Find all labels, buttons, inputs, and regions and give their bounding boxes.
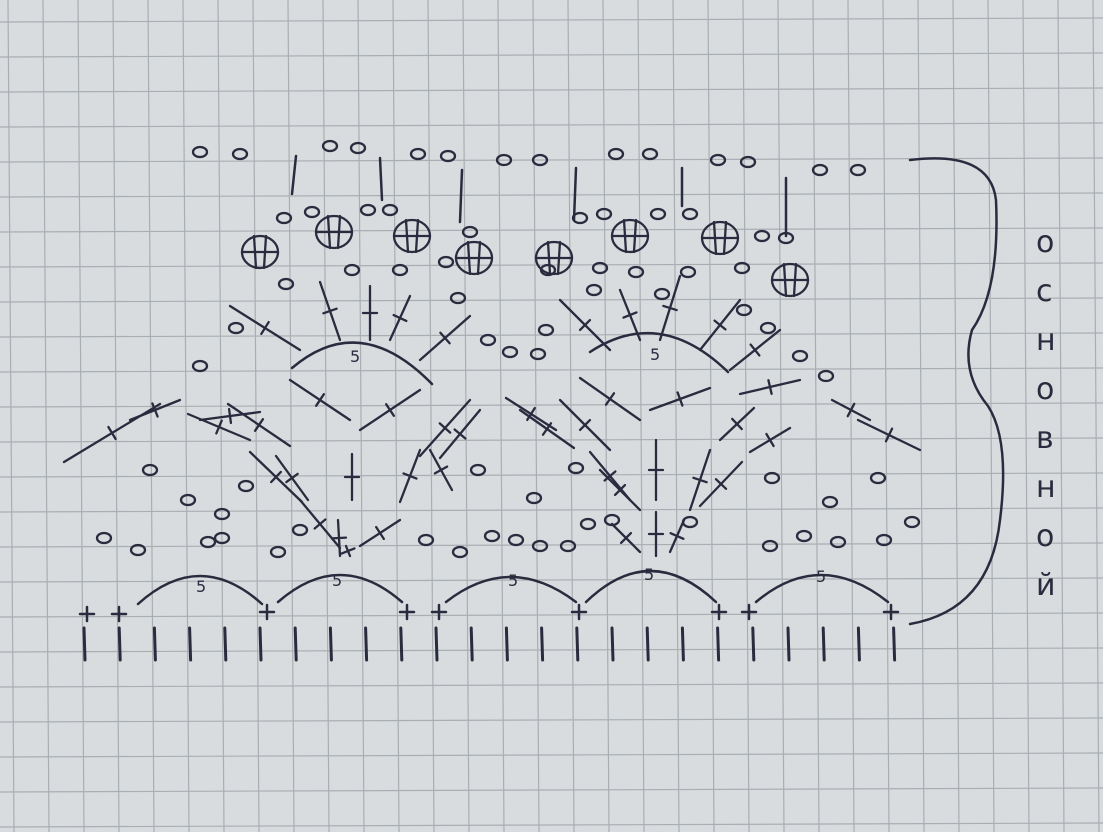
double-crochet-stitch (154, 628, 155, 660)
double-crochet-stitch (753, 628, 754, 660)
double-crochet-stitch (612, 628, 613, 660)
arch-label: 5 (332, 571, 342, 590)
side-label-letter: н (1036, 470, 1056, 505)
double-crochet-stitch (295, 628, 296, 660)
side-label-letter: о (1036, 372, 1054, 407)
arch-label: 5 (650, 345, 660, 364)
side-label-letter: й (1036, 568, 1056, 603)
arch-label: 5 (816, 567, 826, 586)
double-crochet-stitch (577, 628, 578, 660)
arch-label: 5 (644, 565, 654, 584)
side-label-letter: о (1036, 519, 1054, 554)
double-crochet-stitch (366, 628, 367, 660)
double-crochet-stitch (330, 628, 331, 660)
double-crochet-stitch (119, 628, 120, 660)
double-crochet-stitch (788, 628, 789, 660)
double-crochet-stitch (471, 628, 472, 660)
double-crochet-stitch (542, 628, 543, 660)
double-crochet-stitch (225, 628, 226, 660)
side-label-letter: в (1036, 421, 1054, 456)
arch-label: 5 (196, 577, 206, 596)
double-crochet-stitch (858, 628, 859, 660)
arch-label: 5 (350, 347, 360, 366)
double-crochet-stitch (401, 628, 402, 660)
side-label-letter: н (1036, 323, 1056, 358)
arch-label: 5 (508, 571, 518, 590)
double-crochet-stitch (647, 628, 648, 660)
double-crochet-stitch (84, 628, 85, 660)
double-crochet-stitch (894, 628, 895, 660)
double-crochet-stitch (190, 628, 191, 660)
side-label-letter: о (1036, 225, 1054, 260)
double-crochet-stitch (260, 628, 261, 660)
double-crochet-stitch (718, 628, 719, 660)
double-crochet-stitch (506, 628, 507, 660)
double-crochet-stitch (436, 628, 437, 660)
double-crochet-stitch (682, 628, 683, 660)
double-crochet-stitch (823, 628, 824, 660)
side-label-letter: с (1036, 274, 1053, 309)
